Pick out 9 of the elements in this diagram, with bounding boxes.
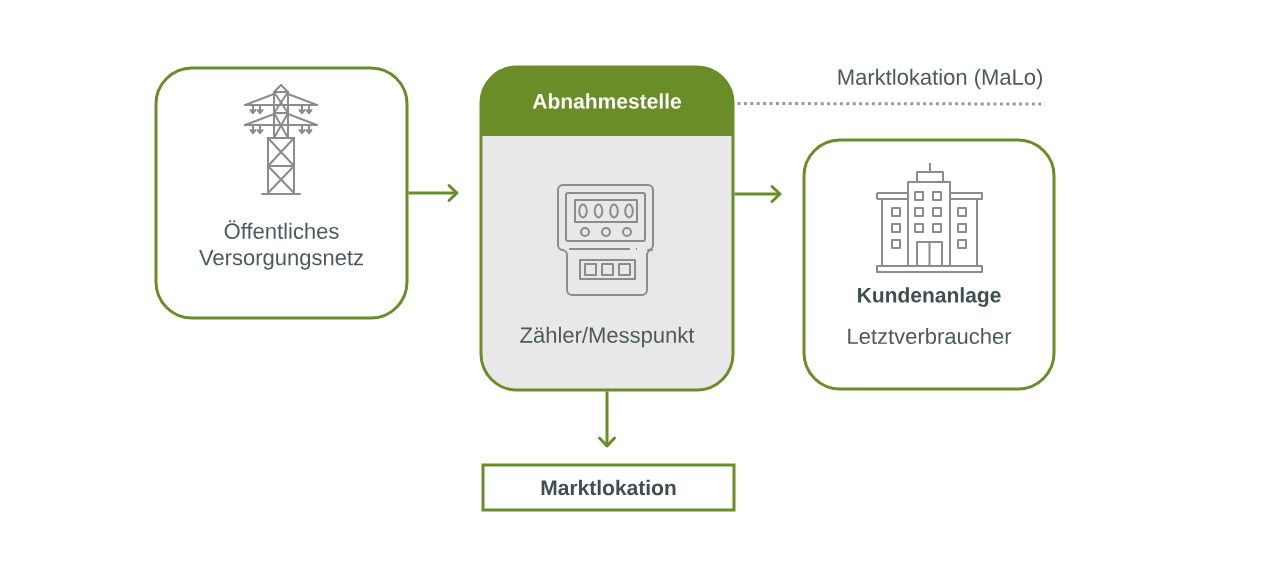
rounded-box: Abnahmestelle Zähler/Messpunkt bbox=[479, 65, 735, 392]
arrow bbox=[598, 391, 616, 448]
header-title: Abnahmestelle bbox=[532, 93, 681, 109]
label-box: Marktlokation bbox=[481, 463, 736, 512]
line-label: Marktlokation (MaLo) bbox=[835, 67, 1045, 91]
rounded-box: Öffentliches Versorgungsnetz bbox=[154, 66, 409, 320]
rounded-box: Kundenanlage Letztverbraucher bbox=[802, 138, 1056, 391]
arrow bbox=[408, 184, 459, 202]
arrow bbox=[734, 185, 782, 203]
